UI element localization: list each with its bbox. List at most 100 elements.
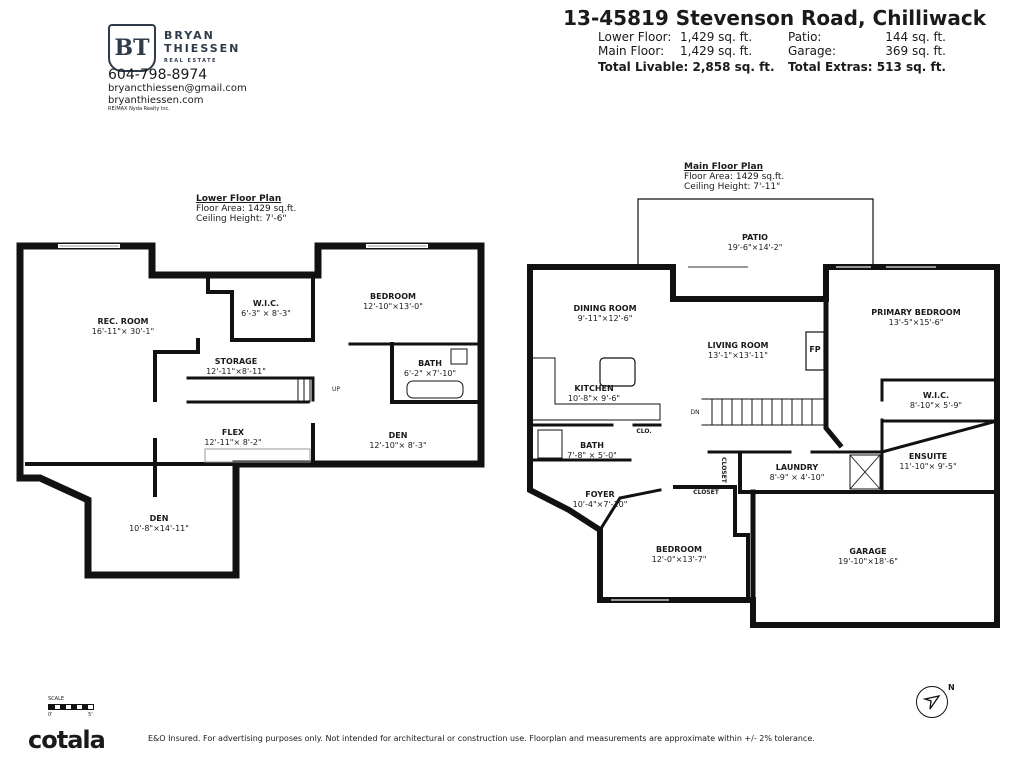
room-dimensions: 10'-4"×7'-10" <box>572 500 628 509</box>
room-name: FOYER <box>585 490 615 499</box>
room-wic: W.I.C.6'-3" × 8'-3" <box>241 299 291 319</box>
room-name: BATH <box>580 441 604 450</box>
room-name: DEN <box>149 514 169 523</box>
stat-value: 1,429 sq. ft. <box>680 30 753 44</box>
room-dimensions: 8'-9" × 4'-10" <box>769 473 825 482</box>
room-name: BEDROOM <box>370 292 416 301</box>
room-dimensions: 10'-8"× 9'-6" <box>567 394 621 403</box>
room-dimensions: 8'-10"× 5'-9" <box>909 401 963 410</box>
room-name: ENSUITE <box>908 452 948 461</box>
stat-row: Lower Floor: 1,429 sq. ft. Patio: 144 sq… <box>598 30 950 44</box>
room-name: DEN <box>388 431 408 440</box>
room-dimensions: 12'-0"×13'-7" <box>651 555 707 564</box>
scale-end: 5' <box>88 712 93 718</box>
room-dimensions: 12'-11"×8'-11" <box>206 367 266 376</box>
total-livable-value: 2,858 sq. ft. <box>692 60 775 74</box>
room-dimensions: 12'-11"× 8'-2" <box>204 438 262 447</box>
room-name: GARAGE <box>849 547 887 556</box>
agent-email[interactable]: bryancthiessen@gmail.com <box>108 83 247 94</box>
stairs-down-label: DN <box>690 409 700 416</box>
stat-label: Main Floor: <box>598 44 665 58</box>
agent-phone[interactable]: 604-798-8974 <box>108 67 208 83</box>
room-wic-main: W.I.C.8'-10"× 5'-9" <box>910 391 962 411</box>
room-dimensions: 9'-11"×12'-6" <box>577 314 633 323</box>
agent-brand: BRYAN THIESSEN REAL ESTATE <box>164 29 240 68</box>
scale-graphic <box>48 704 94 710</box>
disclaimer: E&O Insured. For advertising purposes on… <box>148 734 815 743</box>
scale-bar: SCALE 0' 5' <box>48 696 94 718</box>
lower-floor-title-block: Lower Floor Plan Floor Area: 1429 sq.ft.… <box>196 194 296 224</box>
main-floor-title-block: Main Floor Plan Floor Area: 1429 sq.ft. … <box>684 162 784 192</box>
brand-line2: THIESSEN <box>164 41 241 55</box>
agent-website[interactable]: bryanthiessen.com <box>108 95 204 106</box>
agent-logo: BT BRYAN THIESSEN REAL ESTATE <box>108 24 240 72</box>
room-dimensions: 13'-5"×15'-6" <box>888 318 944 327</box>
cotala-logo: cotala <box>28 726 106 754</box>
room-dimensions: 6'-2" ×7'-10" <box>403 369 457 378</box>
room-name: BATH <box>418 359 442 368</box>
stat-total-row: Total Livable: 2,858 sq. ft. Total Extra… <box>598 58 950 74</box>
fireplace-label: FP <box>809 345 821 354</box>
lower-floor-ceiling: Ceiling Height: 7'-6" <box>196 214 287 224</box>
main-floor-area: Floor Area: 1429 sq.ft. <box>684 172 785 182</box>
total-extras-label: Total Extras: <box>788 60 873 74</box>
stat-label: Garage: <box>788 44 836 58</box>
closet-label: CLOSET <box>693 489 719 496</box>
room-name: FLEX <box>221 428 245 437</box>
main-floor-title: Main Floor Plan <box>684 162 763 172</box>
stat-label: Lower Floor: <box>598 30 672 44</box>
room-name: W.I.C. <box>252 299 280 308</box>
room-name: BEDROOM <box>656 545 702 554</box>
listing-address: 13-45819 Stevenson Road, Chilliwack <box>563 6 986 30</box>
total-livable-label: Total Livable: <box>598 60 689 74</box>
closet-vertical-label: CLOSET <box>720 457 727 483</box>
north-compass-icon: N <box>916 683 955 718</box>
room-name: LIVING ROOM <box>707 341 769 350</box>
room-name: REC. ROOM <box>97 317 149 326</box>
lower-floor-title: Lower Floor Plan <box>196 194 282 204</box>
scale-label: SCALE <box>48 696 65 702</box>
total-extras-value: 513 sq. ft. <box>876 60 946 74</box>
closet-small-label: CLO. <box>636 428 652 435</box>
room-dimensions: 7'-8" × 5'-0" <box>567 451 617 460</box>
stat-value: 144 sq. ft. <box>885 30 946 44</box>
room-name: DINING ROOM <box>573 304 637 313</box>
room-name: PRIMARY BEDROOM <box>871 308 961 317</box>
room-name: LAUNDRY <box>775 463 819 472</box>
room-dimensions: 11'-10"× 9'-5" <box>899 462 957 471</box>
room-name: STORAGE <box>214 357 258 366</box>
lower-floor-walls <box>16 242 485 579</box>
brand-line1: BRYAN <box>164 28 215 42</box>
room-dimensions: 19'-6"×14'-2" <box>727 243 783 252</box>
stat-label: Patio: <box>788 30 822 44</box>
lower-floor-area: Floor Area: 1429 sq.ft. <box>196 204 297 214</box>
room-dimensions: 16'-11"× 30'-1" <box>91 327 155 336</box>
area-summary: Lower Floor: 1,429 sq. ft. Patio: 144 sq… <box>598 30 950 74</box>
brokerage: RE/MAX Nyda Realty Inc. <box>108 106 170 112</box>
room-name: PATIO <box>742 233 768 242</box>
room-name: W.I.C. <box>922 391 950 400</box>
main-floor-ceiling: Ceiling Height: 7'-11" <box>684 182 781 192</box>
logo-mark: BT <box>108 24 156 72</box>
stat-value: 369 sq. ft. <box>885 44 946 58</box>
stairs-up-label: UP <box>331 386 341 393</box>
brand-tagline: REAL ESTATE <box>164 57 217 64</box>
